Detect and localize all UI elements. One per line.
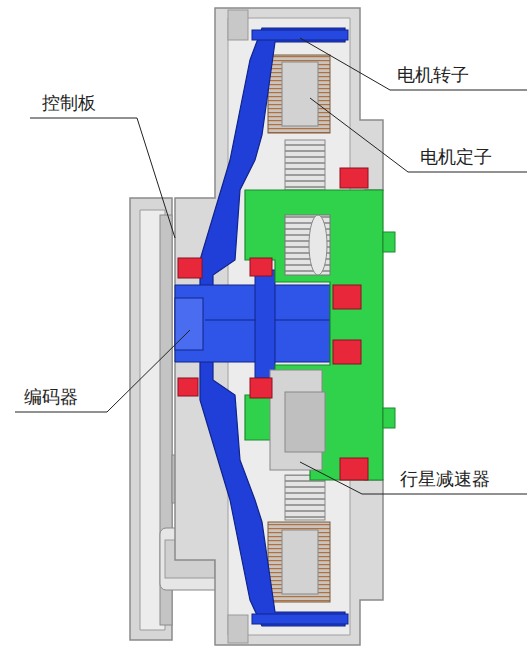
- part-label: 控制板: [40, 92, 98, 114]
- part-label: 编码器: [22, 386, 80, 408]
- part-label: 行星减速器: [398, 468, 492, 490]
- bearing: [178, 168, 368, 480]
- part-label: 电机定子: [418, 146, 494, 168]
- leader-line: [15, 38, 527, 494]
- part-label: 电机转子: [395, 64, 471, 86]
- motor-rotor: [175, 28, 348, 626]
- planet-carrier: [245, 190, 395, 480]
- housing: [175, 8, 383, 645]
